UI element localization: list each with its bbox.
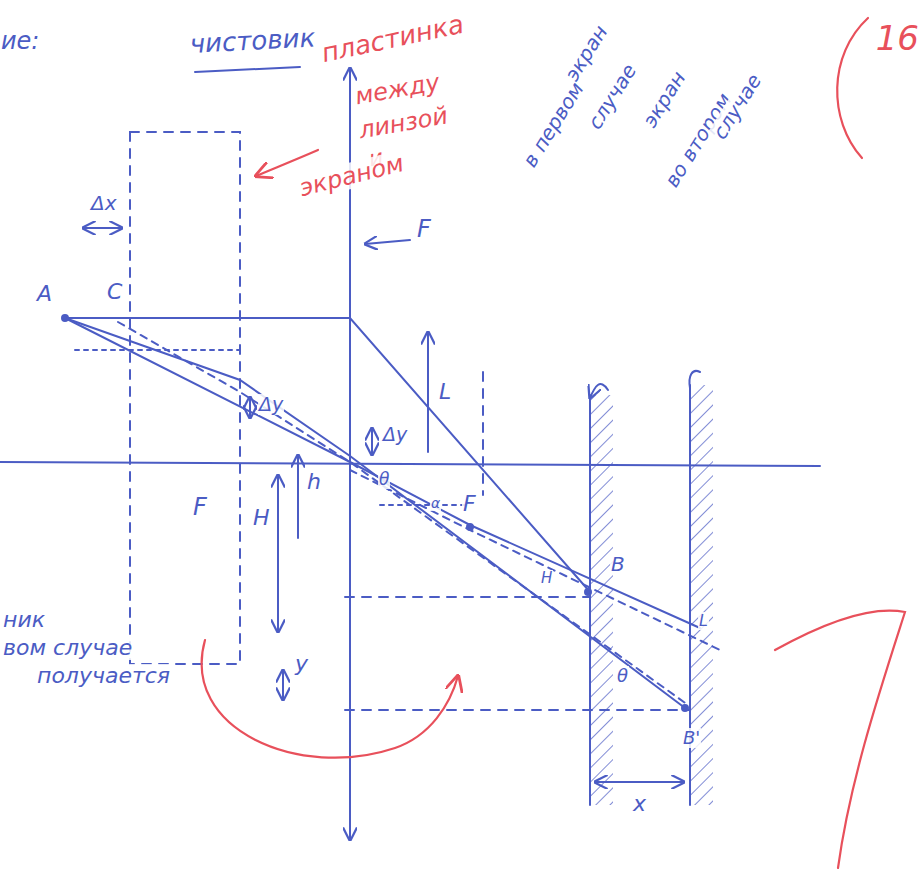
dimension-arrow <box>83 227 122 229</box>
light-ray <box>65 318 700 628</box>
label: линзой <box>356 102 451 144</box>
label: H <box>252 506 271 530</box>
dimension-arrow <box>297 455 299 538</box>
label: F <box>462 492 477 516</box>
red-bracket <box>837 18 868 158</box>
label: ник <box>2 608 46 632</box>
screen-hatching <box>591 395 613 805</box>
light-ray <box>65 318 685 708</box>
pointer-arrow <box>689 371 700 388</box>
label: между <box>352 69 443 110</box>
dashed-line <box>345 596 590 598</box>
focus-point <box>467 524 473 530</box>
title-underline <box>195 67 300 72</box>
label: случае <box>583 59 641 133</box>
heading: чистовик <box>188 23 317 58</box>
label: F <box>416 216 432 242</box>
label: h <box>306 470 322 494</box>
label: L <box>698 612 709 630</box>
point <box>62 315 68 321</box>
label: пластинка <box>318 10 467 68</box>
red-curved-arrow <box>202 640 458 758</box>
screen <box>589 395 591 805</box>
label: 16 <box>875 20 920 57</box>
label: x <box>632 792 647 816</box>
label: Δx <box>90 192 118 214</box>
label: L <box>438 380 452 404</box>
light-ray <box>65 318 590 592</box>
label: F <box>192 494 208 520</box>
label: экран <box>560 20 612 85</box>
label: экраном <box>296 150 407 202</box>
dimension-arrow <box>277 475 279 632</box>
label: получается <box>36 664 171 688</box>
label: y <box>294 652 309 676</box>
grade-mark <box>775 611 905 868</box>
dashed-line <box>345 709 690 711</box>
label: A <box>36 282 53 306</box>
dashed-line <box>482 372 484 495</box>
label: ие: <box>0 28 40 54</box>
label: Δy <box>382 424 408 445</box>
image-point <box>585 589 591 595</box>
dashed-ray <box>350 470 720 650</box>
label: вом случае <box>2 636 133 660</box>
dashed-line <box>75 349 240 351</box>
dimension-arrow <box>371 428 373 455</box>
dimension-arrow <box>595 781 684 783</box>
label: в первом <box>518 77 588 171</box>
label: H <box>540 570 553 587</box>
force-arrow <box>365 240 410 244</box>
dimension-arrow <box>427 332 429 452</box>
label: α <box>430 496 441 511</box>
label: экран <box>638 66 690 131</box>
label: B <box>610 553 626 575</box>
dimension-arrow <box>282 670 284 700</box>
label: θ <box>616 666 629 686</box>
label: θ <box>378 470 390 489</box>
label: Δy <box>258 394 284 415</box>
dimension-arrow <box>249 397 251 418</box>
image-point <box>682 705 688 711</box>
pointer-arrow <box>590 384 608 398</box>
dashed-line <box>380 504 470 506</box>
label: C <box>106 280 123 304</box>
label: B' <box>682 728 701 748</box>
